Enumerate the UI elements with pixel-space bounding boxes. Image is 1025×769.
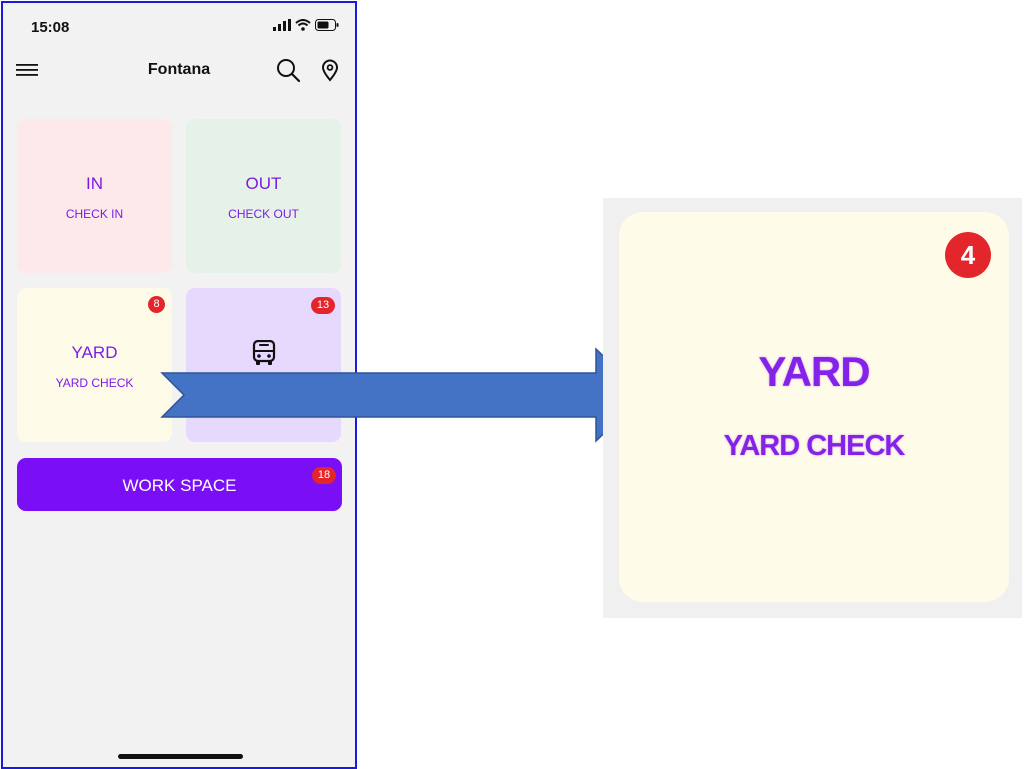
- cellular-signal-icon: [273, 19, 291, 31]
- yard-badge: 8: [148, 296, 165, 313]
- check-out-title: OUT: [245, 174, 282, 193]
- menu-button[interactable]: [15, 59, 41, 81]
- status-icons: [273, 19, 339, 31]
- home-indicator[interactable]: [118, 754, 243, 759]
- wifi-icon: [295, 19, 311, 31]
- zoomed-yard-subtitle: YARD CHECK: [723, 430, 906, 462]
- status-time: 15:08: [31, 19, 70, 36]
- workspace-button[interactable]: 18 WORK SPACE: [17, 458, 342, 511]
- search-icon: [277, 59, 301, 83]
- right-arrow-icon: [160, 347, 646, 443]
- search-button[interactable]: [275, 57, 301, 83]
- workspace-badge: 18: [312, 467, 336, 484]
- yard-title: YARD: [71, 343, 118, 362]
- yard-subtitle: YARD CHECK: [55, 376, 134, 390]
- workspace-label: WORK SPACE: [122, 476, 237, 495]
- app-title: Fontana: [147, 61, 211, 78]
- battery-icon: [315, 19, 339, 31]
- zoomed-yard-title: YARD: [758, 348, 870, 395]
- zoomed-yard-tile: 4 YARD YARD CHECK: [619, 212, 1009, 602]
- bus-badge: 13: [311, 297, 335, 314]
- location-pin-icon: [321, 59, 339, 82]
- check-in-title: IN: [86, 174, 103, 193]
- yard-check-tile[interactable]: 8 YARD YARD CHECK: [17, 288, 172, 442]
- zoom-panel: 4 YARD YARD CHECK: [603, 198, 1022, 618]
- check-in-subtitle: CHECK IN: [65, 207, 124, 221]
- check-in-tile[interactable]: IN CHECK IN: [17, 119, 172, 273]
- hamburger-menu-icon: [16, 64, 38, 76]
- zoomed-yard-badge: 4: [945, 232, 991, 278]
- app-bar: Fontana: [3, 49, 355, 91]
- check-out-subtitle: CHECK OUT: [228, 207, 299, 221]
- check-out-tile[interactable]: OUT CHECK OUT: [186, 119, 341, 273]
- location-button[interactable]: [319, 58, 341, 82]
- bus-icon: [252, 340, 276, 365]
- status-bar: 15:08: [3, 3, 355, 49]
